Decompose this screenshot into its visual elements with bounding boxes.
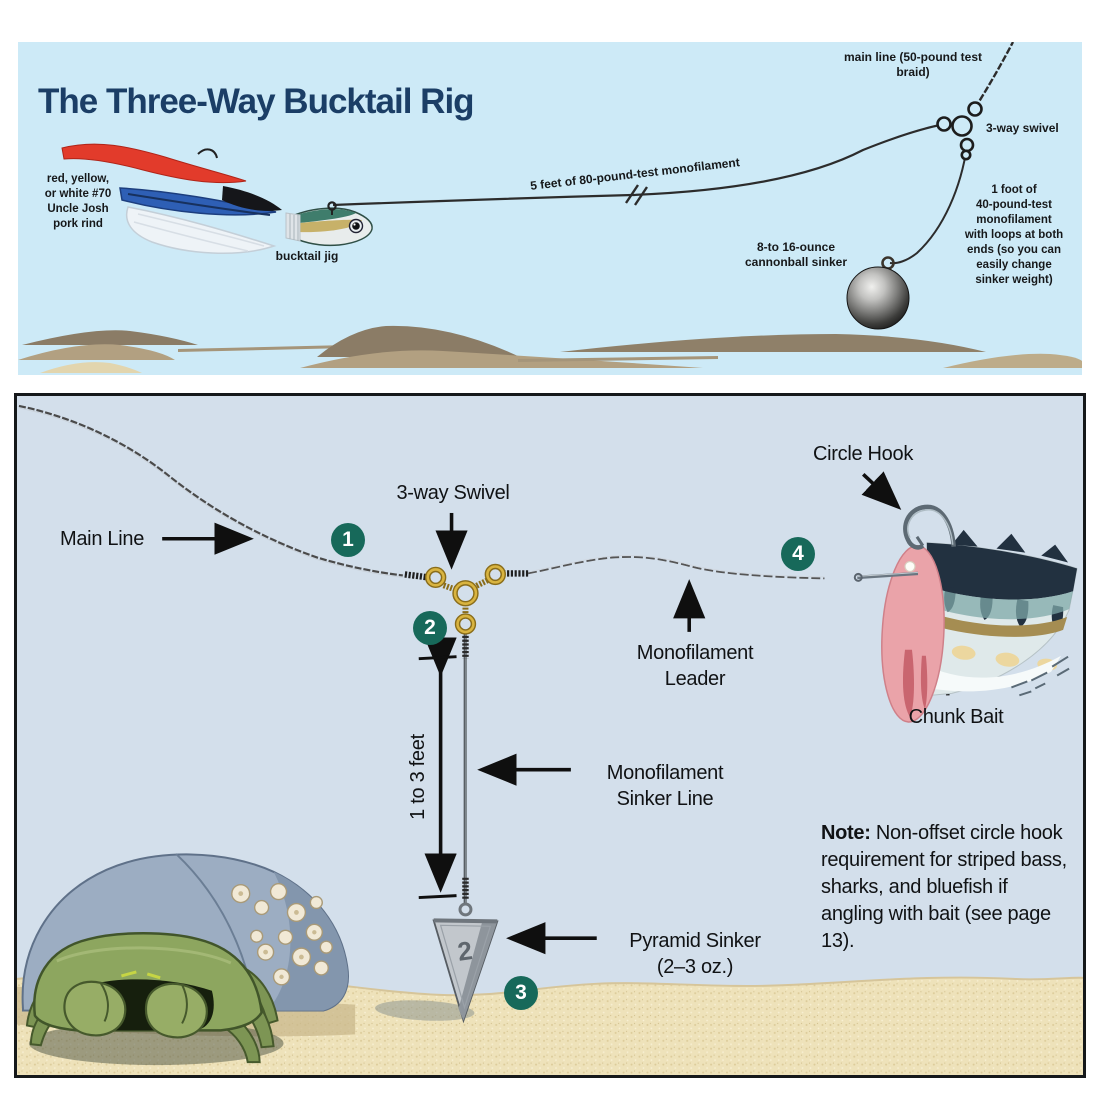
- swivel-label: 3-way Swivel: [396, 482, 510, 504]
- step-badge-2: 2: [413, 611, 447, 645]
- chunk-bait-label: Chunk Bait: [908, 706, 1004, 728]
- pork-rind-label: red, yellow, or white #70 Uncle Josh por…: [44, 173, 112, 230]
- pyramid-sinker: [432, 918, 499, 1024]
- swivel-label-top: 3-way swivel: [986, 121, 1059, 135]
- cannonball-label: 8-to 16-ounce cannonball sinker: [744, 240, 848, 269]
- bucktail-rig-art: [18, 42, 1082, 373]
- sinker-line-label: Monofilament Sinker Line: [606, 762, 724, 810]
- length-label: 1 to 3 feet: [407, 734, 429, 820]
- callout-arrows: [162, 471, 964, 955]
- bucktail-rig-panel: The Three-Way Bucktail Rig red, yellow, …: [18, 42, 1082, 375]
- sketch-marks: [1011, 655, 1070, 697]
- sand-dunes: [18, 325, 1082, 373]
- dropper-label: 1 foot of 40-pound-test monofilament wit…: [964, 184, 1064, 286]
- barnacles: [231, 882, 333, 986]
- bottom-rig-panel: Main Line 3-way Swivel Circle Hook Monof…: [14, 393, 1086, 1078]
- bucktail-jig: [61, 143, 373, 254]
- note-bold-prefix: Note:: [821, 822, 871, 844]
- bucktail-jig-label: bucktail jig: [275, 249, 339, 263]
- sinker-line: [458, 633, 473, 917]
- bait-cross-section: [881, 545, 945, 723]
- sinker-weight-number: 2: [455, 935, 475, 967]
- cannonball-sinker: [846, 256, 910, 330]
- three-way-swivel-top: [936, 101, 983, 161]
- chunk-bait: [853, 504, 1078, 723]
- pyramid-sinker-label: Pyramid Sinker (2–3 oz.): [629, 930, 761, 978]
- main-line-label: Main Line: [60, 528, 145, 550]
- note-text: Non-offset circle hook requirement for s…: [821, 822, 1067, 952]
- diagram-title: The Three-Way Bucktail Rig: [38, 82, 475, 121]
- leader-label: Monofilament Leader: [636, 642, 754, 690]
- regulation-note: Note: Non-offset circle hook requirement…: [821, 820, 1067, 955]
- crab: [25, 932, 284, 1066]
- step-badge-1: 1: [331, 523, 365, 557]
- sinker-dropper-line: [889, 145, 968, 265]
- bottom-rig-art: [17, 404, 1083, 1075]
- main-line: [18, 404, 403, 578]
- circle-hook-label: Circle Hook: [812, 443, 914, 465]
- main-line-label-top: main line (50-pound test braid): [843, 50, 982, 79]
- leader-line-80lb: [332, 122, 946, 207]
- monofilament-leader-line: [527, 555, 825, 580]
- circle-hook: [853, 504, 956, 582]
- step-badge-4: 4: [781, 537, 815, 571]
- step-badge-3: 3: [504, 976, 538, 1010]
